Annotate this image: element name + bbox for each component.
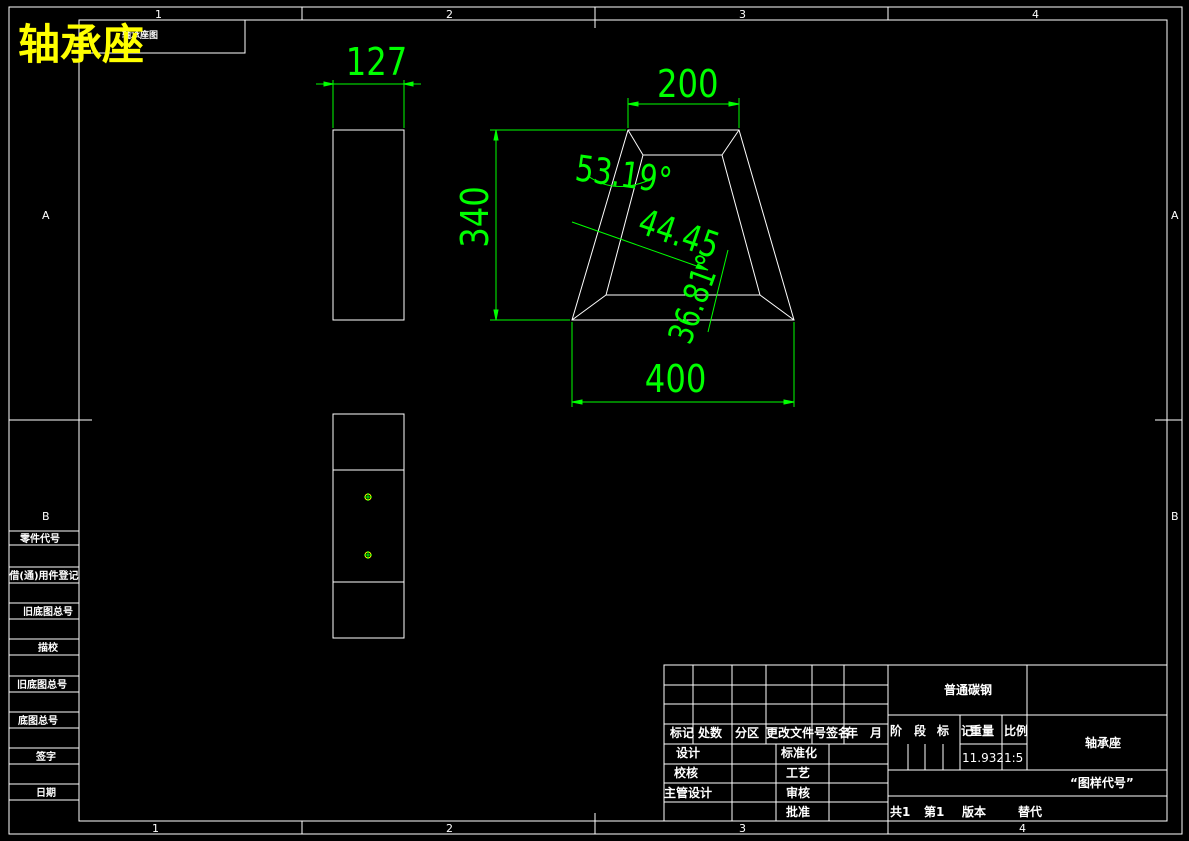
rev-header-doc: 更改文件号: [766, 725, 826, 740]
scale-value: 1:5: [1004, 751, 1023, 765]
zone-bottom-3: 3: [739, 822, 746, 835]
side-view-outline: [332, 129, 405, 321]
zone-left-b: B: [42, 510, 50, 523]
rev-header-month: 月: [869, 726, 882, 740]
bolt-hole-icon: [364, 551, 372, 559]
sheet-number: 第1: [924, 804, 944, 819]
stage-header-4: 记: [961, 724, 973, 738]
role-standardize: 标准化: [780, 745, 817, 760]
material-text: 普通碳钢: [944, 682, 992, 697]
role-check: 校核: [674, 765, 698, 780]
left-register-panel: 零件代号 借(通)用件登记 旧底图总号 描校 旧底图总号 底图总号 签字 日期: [8, 530, 79, 801]
dim-400-text: 400: [645, 358, 707, 402]
dim-200-text: 200: [657, 63, 719, 107]
weight-label: 重量: [970, 723, 994, 738]
zone-right-a: A: [1171, 209, 1179, 222]
stage-header-2: 段: [914, 723, 927, 738]
zone-left-a: A: [42, 209, 50, 222]
panel-item-old-drawing-2: 旧底图总号: [17, 678, 67, 691]
dimension-lines: [490, 98, 795, 407]
title-box-label: 轴承座图: [122, 29, 158, 41]
stage-header-1: 阶: [890, 723, 903, 738]
bottom-view-outline: [332, 413, 405, 639]
part-name-text: 轴承座: [1085, 735, 1121, 750]
role-design: 设计: [676, 745, 700, 760]
dim-340-text: 340: [454, 186, 498, 248]
rev-header-zone: 分区: [735, 725, 759, 740]
role-process: 工艺: [786, 765, 810, 780]
total-sheets: 共1: [890, 804, 910, 819]
role-chief-design: 主管设计: [664, 785, 712, 800]
drawing-code-text: “图样代号”: [1070, 775, 1134, 790]
side-view: 127: [316, 41, 421, 321]
zone-top-1: 1: [155, 8, 162, 21]
drawing-title: 轴承座: [18, 20, 144, 69]
panel-item-borrow-register: 借(通)用件登记: [8, 569, 78, 582]
rev-header-year: 年: [846, 725, 858, 740]
weight-value: 11.932: [962, 751, 1004, 765]
version-label: 版本: [962, 804, 986, 819]
stage-header-3: 标: [936, 723, 949, 738]
zone-top-2: 2: [446, 8, 453, 21]
zone-top-3: 3: [739, 8, 746, 21]
role-approve: 批准: [786, 804, 810, 819]
dim-127: [316, 80, 421, 128]
panel-item-base-drawing: 底图总号: [18, 714, 58, 727]
panel-item-signature: 签字: [35, 750, 56, 763]
zone-top-4: 4: [1032, 8, 1039, 21]
panel-item-date: 日期: [36, 786, 56, 799]
panel-item-old-drawing-1: 旧底图总号: [23, 605, 73, 618]
title-block: 普通碳钢 轴承座 “图样代号” 标记 处数 分区 更改文件号 签名 年 月 设计…: [663, 664, 1168, 822]
zone-right-b: B: [1171, 510, 1179, 523]
bottom-view: [332, 413, 405, 639]
scale-label: 比例: [1004, 723, 1028, 738]
panel-item-part-code: 零件代号: [19, 532, 60, 545]
dim-127-text: 127: [346, 41, 408, 85]
zone-bottom-4: 4: [1019, 822, 1026, 835]
rev-header-count: 处数: [697, 725, 723, 740]
bolt-hole-icon: [364, 493, 372, 501]
rev-header-mark: 标记: [669, 725, 694, 740]
zone-labels: 1 2 3 4 1 2 3 4 A B A B: [42, 8, 1179, 835]
drawing-frame: [8, 6, 1183, 835]
title-label-box: [78, 19, 246, 54]
zone-bottom-2: 2: [446, 822, 453, 835]
role-review: 审核: [786, 785, 810, 800]
rev-header-sign: 签名: [825, 725, 850, 740]
zone-bottom-1: 1: [152, 822, 159, 835]
replace-label: 替代: [1018, 804, 1042, 819]
panel-item-trace-check: 描校: [38, 641, 59, 654]
